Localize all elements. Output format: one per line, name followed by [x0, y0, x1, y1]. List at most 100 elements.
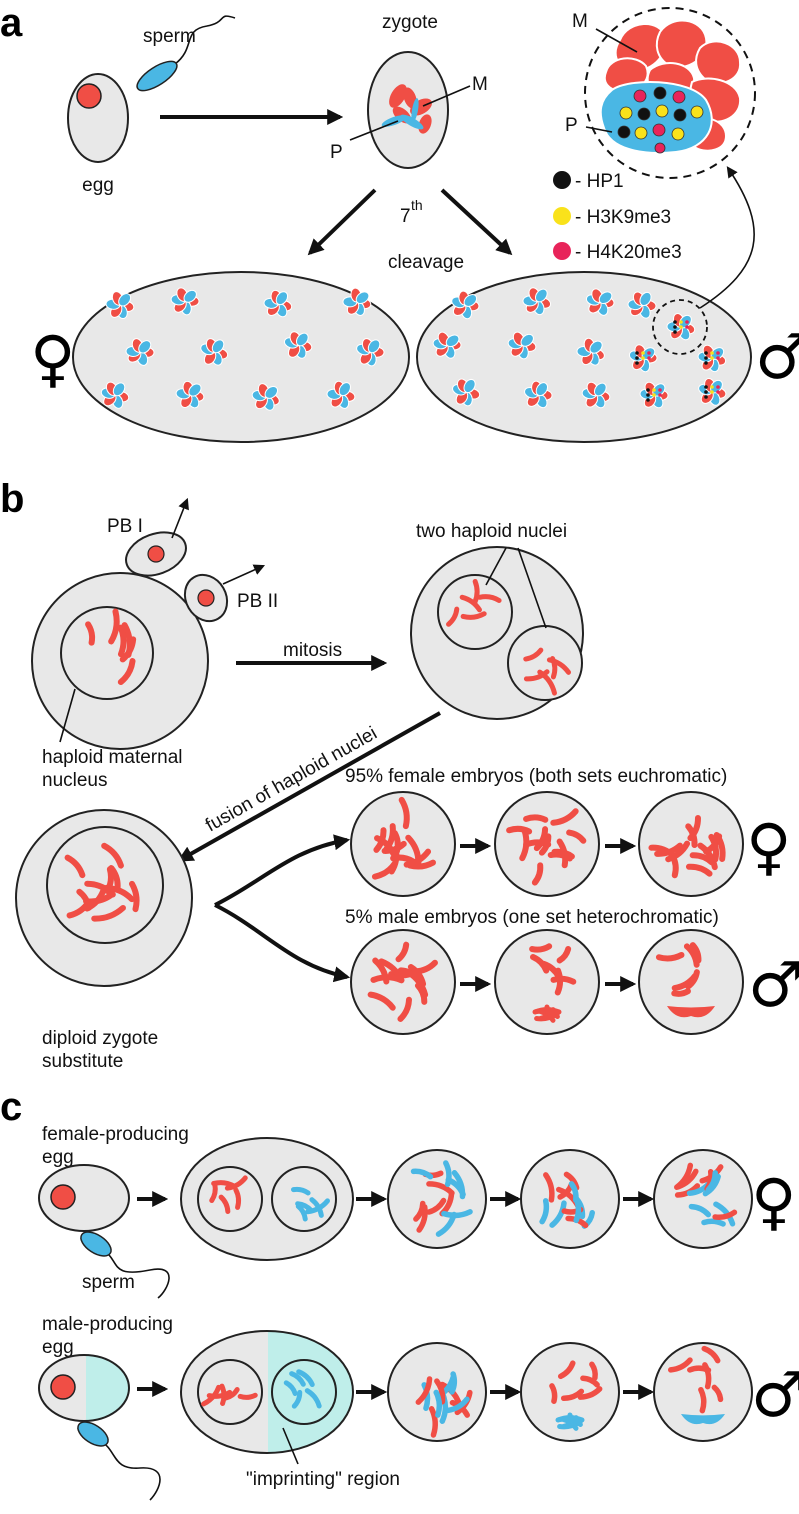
- histone-mark-dot: [647, 356, 651, 360]
- haploid-label-line1: haploid maternal: [42, 747, 182, 768]
- chromatin-lobe: [338, 382, 351, 397]
- chromosome: [538, 833, 552, 856]
- chromosome: [415, 1376, 433, 1405]
- oocyte-chromosomes: [85, 608, 137, 686]
- male-embryo-nuclei: [432, 287, 727, 409]
- chromosome: [412, 959, 438, 975]
- chromosome: [91, 904, 126, 922]
- chromosome: [675, 1168, 699, 1190]
- female-symbol-b: ♀: [746, 810, 791, 883]
- chromatin-lobe: [534, 288, 548, 303]
- chromosome: [698, 1386, 707, 1414]
- haploid-maternal-nucleus: [60, 606, 154, 700]
- chromosome: [83, 891, 115, 905]
- chromosome: [529, 943, 553, 953]
- two-nuclei-leader-right: [517, 547, 547, 629]
- chromosome: [64, 854, 86, 879]
- cleavage-arrow-female: [307, 188, 377, 256]
- pb1-arrow: [171, 497, 189, 539]
- haploid-left-chromosomes: [446, 578, 502, 627]
- chromosome: [683, 943, 700, 968]
- chromosome: [712, 1209, 738, 1220]
- diploid-chromosomes: [64, 842, 140, 922]
- two-haploid-label: two haploid nuclei: [416, 521, 567, 542]
- male-stage-2: [494, 929, 600, 1035]
- polar-body-2-nucleus: [197, 589, 215, 607]
- histone-mark-dot: [646, 393, 650, 397]
- zygote-m-label: M: [472, 74, 488, 95]
- histone-mark-dot: [710, 385, 714, 389]
- histone-mark-dot: [658, 393, 662, 397]
- chromatin-lobe: [520, 333, 534, 347]
- male-symbol-c: ♂: [751, 1358, 799, 1431]
- haploid-nucleus-leader: [59, 688, 76, 743]
- chromosome: [103, 884, 135, 903]
- pb1-label: PB I: [107, 516, 143, 537]
- female-embryos-label: 95% female embryos (both sets euchromati…: [345, 766, 727, 787]
- chromosome: [549, 1200, 567, 1228]
- egg-label: egg: [82, 175, 114, 196]
- chromosome: [550, 808, 579, 826]
- female-c-stage-1: [387, 1149, 487, 1249]
- histone-mark-dot: [710, 390, 714, 394]
- male-pronuclear-outline: [180, 1330, 354, 1454]
- inset-m-label: M: [572, 11, 588, 32]
- chromosome: [688, 1203, 712, 1218]
- zygote-chromosomes: [381, 84, 432, 134]
- chromosome: [685, 823, 698, 849]
- chromosome: [209, 1182, 218, 1204]
- imprinting-label: "imprinting" region: [246, 1469, 400, 1490]
- diploid-label-line1: diploid zygote: [42, 1028, 158, 1049]
- chromosome: [539, 1198, 550, 1225]
- chromosome: [405, 969, 429, 998]
- histone-mark-dot: [647, 351, 651, 355]
- histone-mark-dot: [652, 393, 656, 397]
- male-symbol-a: ♂: [755, 320, 799, 393]
- histone-mark-dot: [710, 356, 714, 360]
- male-embryos-label: 5% male embryos (one set heterochromatic…: [345, 907, 719, 928]
- chromatin-lobe: [463, 378, 476, 394]
- chromosome: [101, 842, 124, 869]
- female-embryo-nuclei: [100, 287, 385, 411]
- chromosome: [560, 1388, 585, 1402]
- male-egg-nucleus: [50, 1374, 76, 1400]
- chromosome: [421, 1382, 431, 1411]
- chromosome: [433, 1389, 443, 1418]
- histone-mark-dot: [704, 390, 708, 394]
- histone-mark-dot: [652, 388, 656, 392]
- chromosome: [426, 1197, 447, 1215]
- histone-mark-dot: [716, 356, 720, 360]
- female-egg-nucleus: [50, 1184, 76, 1210]
- inset-p-leader: [585, 126, 613, 133]
- chromosome: [405, 834, 422, 866]
- chromosome: [85, 621, 96, 646]
- histone-mark-dot: [704, 361, 708, 365]
- histone-mark-dot: [658, 388, 662, 392]
- chromatin-lobe: [183, 289, 197, 303]
- chromosome: [713, 1201, 736, 1227]
- chromosome: [218, 1194, 231, 1214]
- haploid-nucleus-left: [437, 574, 513, 650]
- inset-m-leader: [595, 28, 638, 53]
- chromosome: [129, 880, 140, 913]
- chromosome: [119, 636, 137, 663]
- chromosome: [523, 669, 550, 682]
- chromosome: [543, 1172, 555, 1203]
- chromosome: [371, 860, 398, 880]
- zygote-cell: [367, 51, 449, 169]
- chromosome: [551, 848, 575, 860]
- chromatin-lobe: [355, 291, 370, 305]
- chromosome: [291, 1389, 303, 1409]
- chromatin-lobe: [138, 340, 152, 354]
- chromosome: [383, 823, 396, 853]
- zoom-heterochromatin-marks: [617, 86, 704, 154]
- polar-body-1-nucleus: [147, 545, 165, 563]
- histone-mark-dot: [673, 330, 677, 334]
- zygote-label: zygote: [382, 12, 438, 33]
- chromosome: [701, 1345, 721, 1364]
- cleavage-label: cleavage: [388, 252, 464, 273]
- chromosome: [305, 1198, 330, 1215]
- histone-mark-dot: [704, 351, 708, 355]
- haploid-label-line2: nucleus: [42, 770, 108, 791]
